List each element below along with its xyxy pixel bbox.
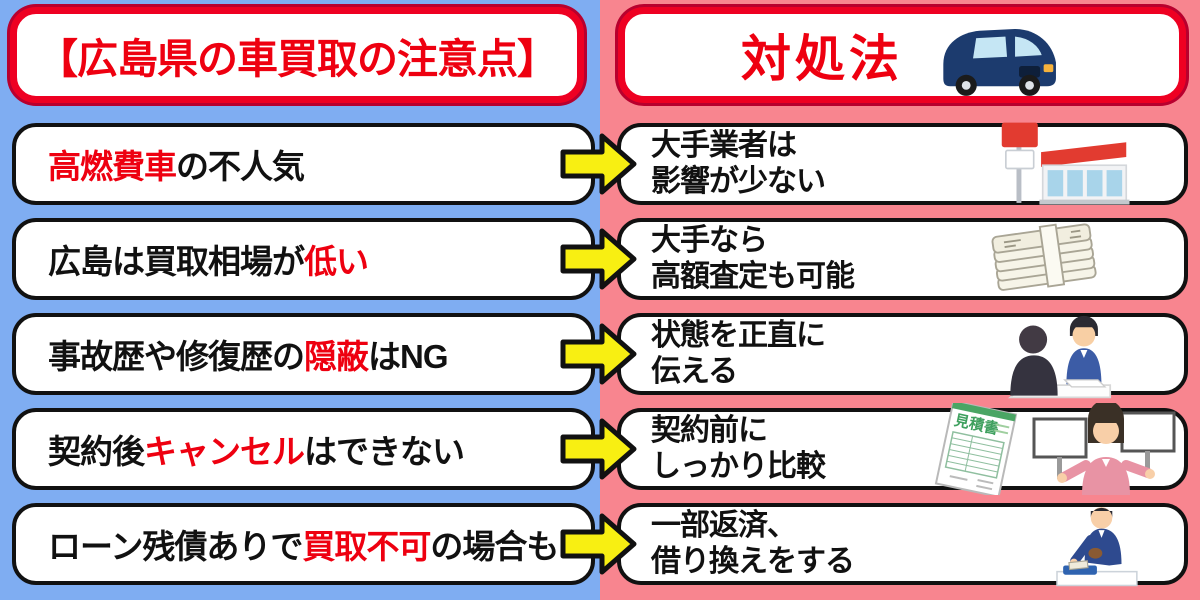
solution-text: 一部返済、 借り換えをする: [651, 509, 855, 579]
arrow-icon: [560, 133, 637, 195]
arrow-icon: [560, 323, 637, 385]
solution-line-1: 一部返済、: [651, 509, 797, 542]
loan-repayment-icon: [1056, 507, 1138, 587]
solution-box: 一部返済、 借り換えをする: [617, 503, 1188, 587]
solution-line-1: 契約前に: [651, 414, 768, 447]
problem-text: 事故歴や修復歴の隠蔽はNG: [48, 338, 448, 375]
solutions-header: 対処法: [618, 7, 1186, 103]
problem-text: 契約後キャンセルはできない: [48, 433, 465, 470]
solution-line-2: 伝える: [651, 355, 738, 388]
arrow-icon: [560, 513, 637, 575]
solution-line-1: 状態を正直に: [651, 319, 826, 352]
solution-text: 大手なら 高額査定も可能: [651, 224, 855, 294]
problems-header: 【広島県の車買取の注意点】: [10, 7, 584, 103]
solution-line-2: 影響が少ない: [651, 165, 826, 198]
arrow-icon: [560, 228, 637, 290]
consultation-icon: [1007, 315, 1112, 399]
problem-box: 高燃費車の不人気: [12, 123, 595, 205]
problem-box: 事故歴や修復歴の隠蔽はNG: [12, 313, 595, 395]
solution-box: 大手業者は 影響が少ない: [617, 122, 1188, 205]
solution-box: 状態を正直に 伝える: [617, 313, 1188, 399]
solution-line-1: 大手業者は: [651, 129, 797, 162]
solution-text: 状態を正直に 伝える: [651, 319, 826, 389]
problem-box: 契約後キャンセルはできない: [12, 408, 595, 490]
money-stack-icon: [991, 223, 1097, 291]
solution-line-1: 大手なら: [651, 224, 768, 257]
solution-line-2: 借り換えをする: [651, 545, 855, 578]
estimate-compare-icon: 見積書: [934, 403, 1176, 495]
solutions-title: 対処法: [741, 31, 903, 87]
problem-text: 広島は買取相場が低い: [48, 243, 369, 280]
solution-line-2: 高額査定も可能: [651, 260, 855, 293]
problem-box: 広島は買取相場が低い: [12, 218, 595, 300]
problems-title: 【広島県の車買取の注意点】: [37, 36, 558, 82]
problem-text: ローン残債ありで買取不可の場合も: [48, 528, 559, 565]
solution-text: 契約前に しっかり比較: [651, 414, 826, 484]
car-dealership-icon: [1001, 122, 1130, 205]
problem-text: 高燃費車の不人気: [48, 148, 305, 185]
solution-box: 契約前に しっかり比較 見積書: [617, 403, 1188, 495]
arrow-icon: [560, 418, 637, 480]
solution-line-2: しっかり比較: [651, 450, 826, 483]
solution-text: 大手業者は 影響が少ない: [651, 129, 826, 199]
car-icon: [943, 29, 1056, 96]
problem-box: ローン残債ありで買取不可の場合も: [12, 503, 595, 585]
solution-box: 大手なら 高額査定も可能: [617, 218, 1188, 300]
